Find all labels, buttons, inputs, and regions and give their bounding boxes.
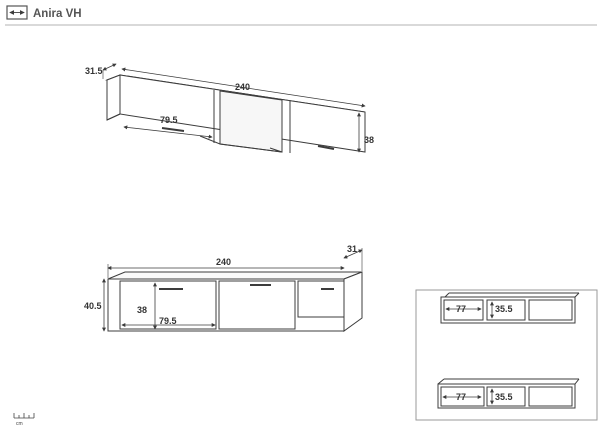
inset-top-width-label: 77 <box>456 304 466 314</box>
floor-unit-drawing <box>102 248 363 332</box>
floor-unit-door-width-label: 79.5 <box>159 316 177 326</box>
inset-top-height-label: 35.5 <box>495 304 513 314</box>
wall-unit-drawing <box>102 63 366 153</box>
floor-unit-inner-height-label: 38 <box>137 305 147 315</box>
wall-unit-width-label: 240 <box>235 82 250 92</box>
inset-bottom-shelf <box>437 378 580 409</box>
handle <box>317 145 335 150</box>
handle <box>161 127 185 132</box>
dimension-arrows-icon <box>6 5 28 20</box>
floor-unit-height-label: 40.5 <box>84 301 102 311</box>
wall-unit-depth-label: 31.5 <box>85 66 103 76</box>
inset-bottom-height-label: 35.5 <box>495 392 513 402</box>
product-title: Anira VH <box>33 8 82 20</box>
scale-unit-label: cm <box>16 421 23 427</box>
wall-unit-door-width-label: 79.5 <box>160 115 178 125</box>
ruler-icon <box>13 413 35 419</box>
header: Anira VH <box>5 5 597 26</box>
floor-unit-width-label: 240 <box>216 257 231 267</box>
inset-top-shelf <box>440 292 580 324</box>
inset-bottom-width-label: 77 <box>456 392 466 402</box>
floor-unit-depth-label: 31 <box>347 244 357 254</box>
wall-unit-height-label: 38 <box>364 135 374 145</box>
